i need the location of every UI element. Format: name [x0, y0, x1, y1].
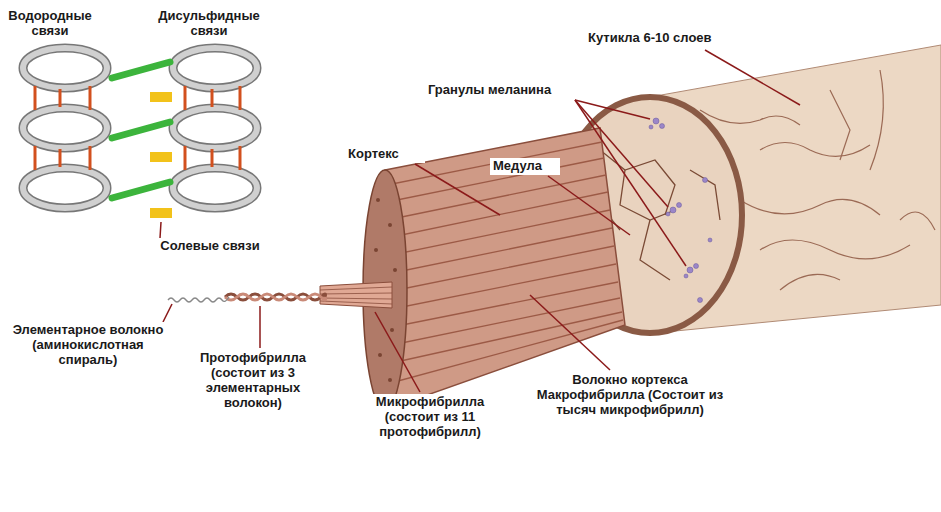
- part-label: Протофибрилла (состоит из 3 элементарных…: [178, 350, 328, 412]
- leader-lines: [160, 50, 800, 392]
- bond-label: Дисульфидные связи: [148, 8, 270, 40]
- protofibril: [225, 294, 326, 300]
- disulfide-bonds: [112, 62, 170, 198]
- elementary-fiber: [168, 297, 229, 302]
- helix-left: [23, 48, 107, 208]
- part-label: Микрофибрилла (состоит из 11 протофибрил…: [345, 394, 515, 441]
- part-label: Кутикла 6-10 слоев: [585, 30, 775, 47]
- part-label: Волокно кортекса Макрофибрилла (Состоит …: [525, 372, 735, 419]
- hydrogen-bonds: [35, 86, 240, 170]
- part-label: Гранулы меланина: [425, 82, 575, 99]
- part-label: Элементарное волокно (аминокислотная спи…: [8, 322, 168, 369]
- salt-bonds: [150, 92, 172, 218]
- part-label: Кортекс: [345, 146, 425, 163]
- microfibril: [320, 282, 392, 308]
- melanin-granules: [649, 118, 712, 303]
- helix-right: [173, 48, 257, 208]
- part-label: Медула: [490, 158, 560, 175]
- bond-label: Водородные связи: [4, 8, 96, 40]
- bond-label: Солевые связи: [150, 238, 270, 255]
- cortex: [363, 128, 625, 410]
